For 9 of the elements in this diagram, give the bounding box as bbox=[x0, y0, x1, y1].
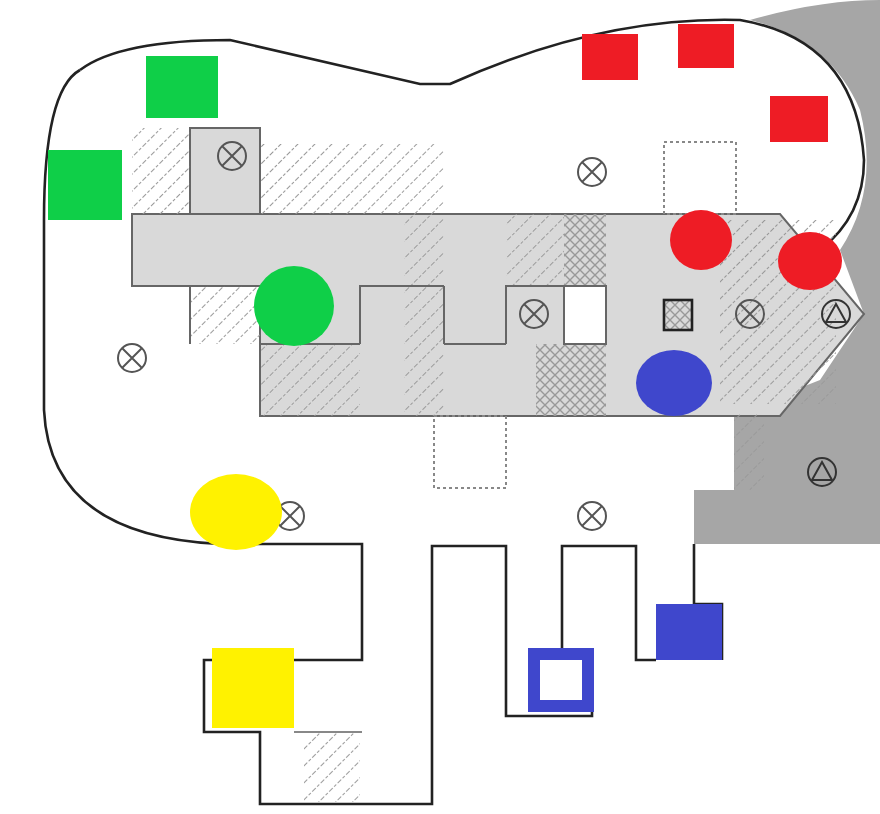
marker-square bbox=[146, 56, 218, 118]
marker-circle bbox=[190, 474, 282, 550]
marker-square bbox=[770, 96, 828, 142]
marker-square bbox=[582, 34, 638, 80]
marker-square bbox=[212, 648, 294, 728]
marker-square bbox=[48, 150, 122, 220]
marker-square bbox=[656, 604, 722, 660]
hollow-marker-square bbox=[528, 648, 594, 712]
marker-square bbox=[678, 24, 734, 68]
